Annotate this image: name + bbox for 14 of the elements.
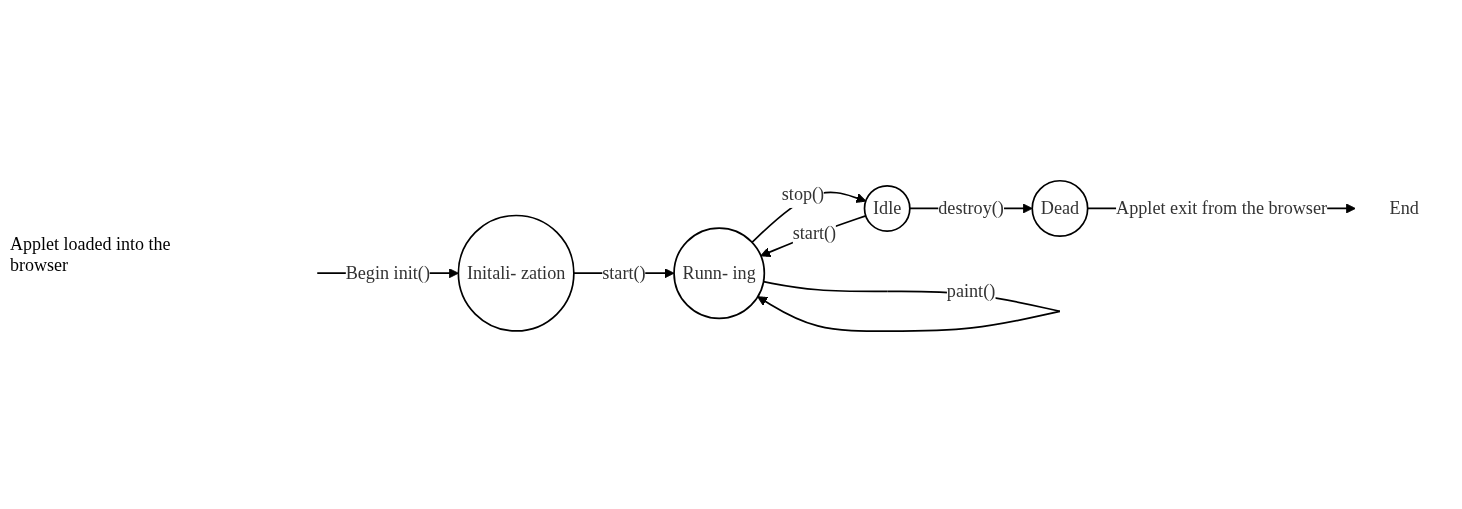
edge-label: paint() xyxy=(946,281,996,301)
node-circle: Idle xyxy=(863,184,911,232)
edge-label: Applet exit from the browser xyxy=(1116,198,1328,218)
node-circle: Initali- zation xyxy=(457,214,575,332)
edge-label: destroy() xyxy=(938,198,1004,218)
arrow xyxy=(760,214,867,257)
node-circle: Runn- ing xyxy=(673,227,766,320)
note-text: Applet loaded into the browser xyxy=(10,233,172,276)
node-circle: Dead xyxy=(1031,179,1089,237)
edge-label: Begin init() xyxy=(345,262,430,283)
edge-label: stop() xyxy=(781,184,825,204)
node-text: End xyxy=(1389,198,1419,218)
edge-label: start() xyxy=(602,262,646,283)
edge-label: start() xyxy=(792,223,837,243)
